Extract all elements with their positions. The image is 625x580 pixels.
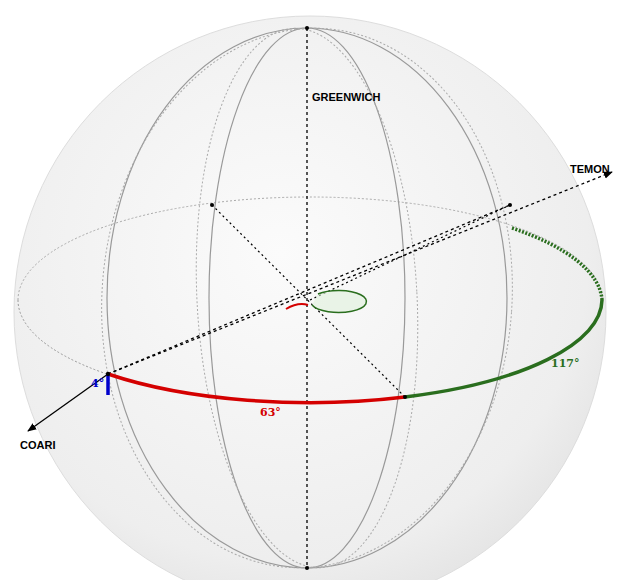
place-label: COARI xyxy=(20,440,55,451)
place-label: GREENWICH xyxy=(312,92,380,103)
angle-label: 63° xyxy=(260,407,281,418)
angle-label: 4° xyxy=(91,378,104,389)
angle-label: 117° xyxy=(551,358,579,369)
place-label: TEMON xyxy=(570,164,610,175)
